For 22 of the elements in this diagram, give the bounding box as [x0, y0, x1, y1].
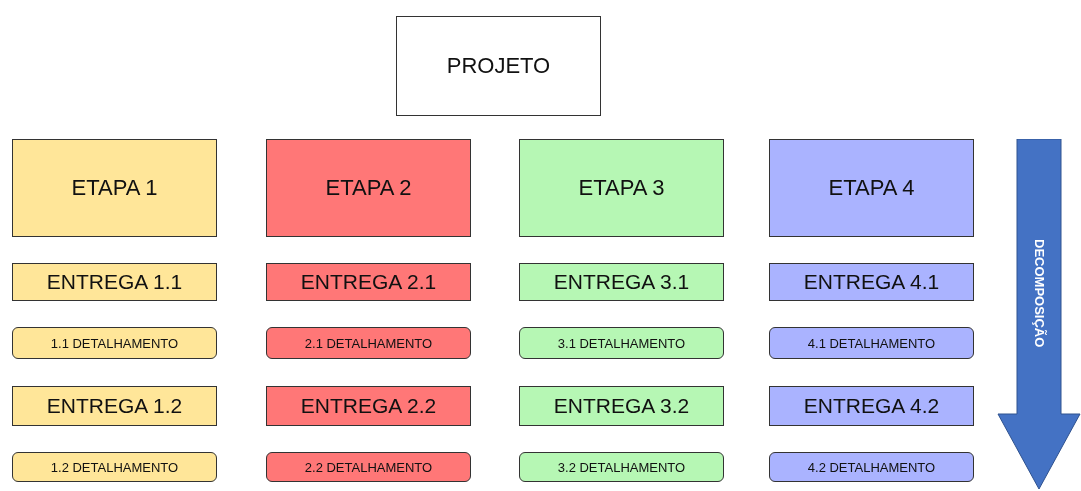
- detail-box: 2.1 DETALHAMENTO: [266, 327, 471, 359]
- stage-box: ETAPA 4: [769, 139, 974, 237]
- detail-box: 3.2 DETALHAMENTO: [519, 452, 724, 482]
- detail-box: 4.1 DETALHAMENTO: [769, 327, 974, 359]
- deliverable-box: ENTREGA 3.2: [519, 386, 724, 426]
- deliverable-box: ENTREGA 2.2: [266, 386, 471, 426]
- deliverable-box: ENTREGA 4.1: [769, 263, 974, 301]
- project-box: PROJETO: [396, 16, 601, 116]
- arrow-label: DECOMPOSIÇÃO: [1031, 239, 1048, 348]
- stage-box: ETAPA 1: [12, 139, 217, 237]
- deliverable-box: ENTREGA 3.1: [519, 263, 724, 301]
- detail-box: 1.1 DETALHAMENTO: [12, 327, 217, 359]
- deliverable-box: ENTREGA 1.1: [12, 263, 217, 301]
- deliverable-box: ENTREGA 1.2: [12, 386, 217, 426]
- detail-box: 1.2 DETALHAMENTO: [12, 452, 217, 482]
- stage-box: ETAPA 2: [266, 139, 471, 237]
- detail-box: 2.2 DETALHAMENTO: [266, 452, 471, 482]
- deliverable-box: ENTREGA 4.2: [769, 386, 974, 426]
- detail-box: 4.2 DETALHAMENTO: [769, 452, 974, 482]
- stage-box: ETAPA 3: [519, 139, 724, 237]
- deliverable-box: ENTREGA 2.1: [266, 263, 471, 301]
- detail-box: 3.1 DETALHAMENTO: [519, 327, 724, 359]
